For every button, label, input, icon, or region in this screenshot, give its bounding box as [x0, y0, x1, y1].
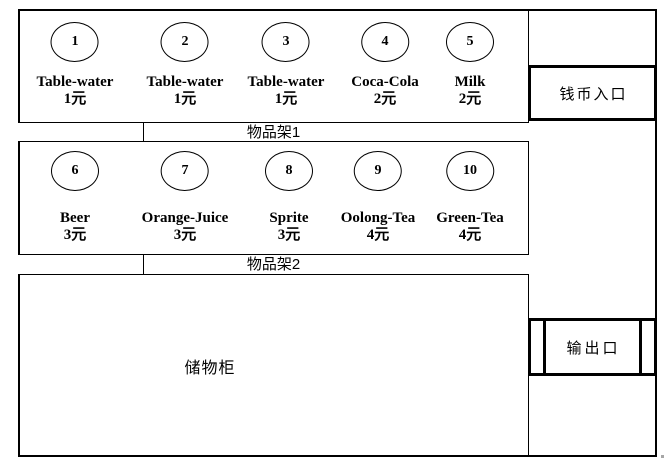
product-slot-7: 7 Orange-Juice 3元 — [141, 151, 229, 243]
product-price: 3元 — [63, 227, 87, 243]
storage-cabinet-label: 储物柜 — [184, 360, 236, 377]
product-slot-2: 2 Table-water 1元 — [146, 22, 224, 107]
product-number: 1 — [71, 34, 79, 49]
product-name: Table-water — [146, 74, 224, 90]
product-name: Oolong-Tea — [340, 210, 416, 226]
product-slot-5: 5 Milk 2元 — [446, 22, 494, 107]
product-number: 4 — [381, 34, 389, 49]
product-name: Coca-Cola — [351, 74, 419, 90]
shelf-bar-divider — [143, 255, 144, 274]
product-number: 8 — [285, 163, 293, 178]
shelf-2-label: 物品架2 — [246, 256, 301, 273]
product-name: Green-Tea — [436, 210, 504, 226]
product-slot-4: 4 Coca-Cola 2元 — [351, 22, 419, 107]
product-slot-9: 9 Oolong-Tea 4元 — [341, 151, 415, 243]
shelf-bar-divider — [143, 123, 144, 141]
product-number-circle: 2 — [161, 22, 209, 62]
product-number: 5 — [466, 34, 474, 49]
product-number-circle: 9 — [354, 151, 402, 191]
product-number: 3 — [282, 34, 290, 49]
product-name: Beer — [60, 210, 90, 226]
product-price: 4元 — [458, 227, 482, 243]
product-price: 4元 — [366, 227, 390, 243]
panel-divider-line — [528, 9, 529, 457]
product-slot-1: 1 Table-water 1元 — [36, 22, 114, 107]
product-number-circle: 3 — [262, 22, 310, 62]
product-price: 2元 — [458, 91, 482, 107]
product-name: Sprite — [269, 210, 309, 226]
product-number-circle: 4 — [361, 22, 409, 62]
outlet-left-rail — [543, 321, 546, 373]
product-name: Milk — [454, 74, 486, 90]
product-number: 2 — [181, 34, 189, 49]
product-price: 1元 — [274, 91, 298, 107]
product-slot-10: 10 Green-Tea 4元 — [436, 151, 504, 243]
product-price: 2元 — [373, 91, 397, 107]
product-number: 6 — [71, 163, 79, 178]
outlet-label: 输出口 — [566, 339, 621, 357]
product-number-circle: 6 — [51, 151, 99, 191]
product-name: Table-water — [36, 74, 114, 90]
product-slot-8: 8 Sprite 3元 — [265, 151, 313, 243]
product-number: 7 — [181, 163, 189, 178]
coin-inlet-label: 钱币入口 — [559, 85, 628, 103]
coin-inlet-box: 钱币入口 — [528, 65, 657, 121]
product-number: 9 — [374, 163, 382, 178]
shelf-1-label: 物品架1 — [246, 123, 301, 141]
product-slot-6: 6 Beer 3元 — [51, 151, 99, 243]
product-price: 3元 — [173, 227, 197, 243]
product-number-circle: 10 — [446, 151, 494, 191]
product-number: 10 — [463, 163, 477, 178]
product-name: Orange-Juice — [141, 210, 229, 226]
product-number-circle: 8 — [265, 151, 313, 191]
product-number-circle: 7 — [161, 151, 209, 191]
product-name: Table-water — [247, 74, 325, 90]
outlet-box: 输出口 — [528, 318, 657, 376]
product-price: 1元 — [173, 91, 197, 107]
product-number-circle: 5 — [446, 22, 494, 62]
product-number-circle: 1 — [51, 22, 99, 62]
outlet-right-rail — [639, 321, 642, 373]
shelf-bar-2: 物品架2 — [18, 254, 529, 275]
product-slot-3: 3 Table-water 1元 — [247, 22, 325, 107]
product-price: 1元 — [63, 91, 87, 107]
product-price: 3元 — [277, 227, 301, 243]
scan-artifact-dot — [661, 455, 664, 458]
shelf-bar-1: 物品架1 — [18, 122, 529, 142]
